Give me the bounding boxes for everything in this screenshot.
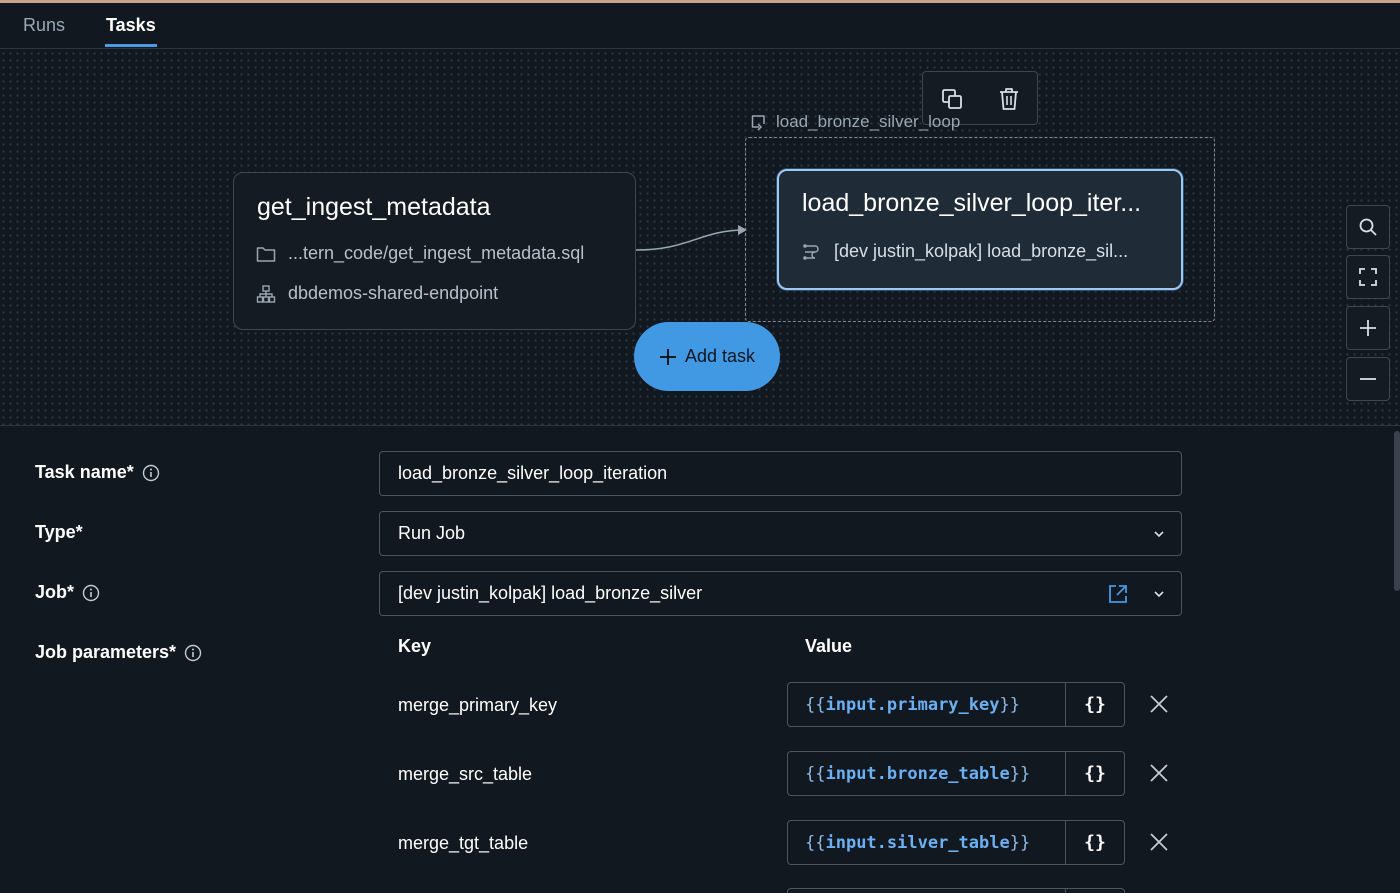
close-icon[interactable] bbox=[1146, 829, 1172, 855]
panel-scrollbar[interactable] bbox=[1394, 431, 1400, 591]
zoom-out-button[interactable] bbox=[1346, 357, 1390, 401]
external-link-icon[interactable] bbox=[1107, 583, 1129, 605]
param-value-expression: input.silver_table bbox=[825, 833, 1009, 853]
task-node-warehouse: dbdemos-shared-endpoint bbox=[288, 283, 498, 304]
task-node-warehouse-row: dbdemos-shared-endpoint bbox=[256, 283, 498, 304]
key-column-header: Key bbox=[398, 636, 431, 657]
param-key: merge_tgt_table bbox=[398, 833, 528, 854]
add-task-button[interactable]: Add task bbox=[634, 322, 780, 391]
task-node-job: [dev justin_kolpak] load_bronze_sil... bbox=[834, 241, 1128, 262]
active-tab-indicator bbox=[105, 44, 157, 47]
search-icon bbox=[1358, 217, 1378, 237]
zoom-out-icon bbox=[1358, 369, 1378, 389]
info-icon[interactable] bbox=[184, 644, 202, 662]
type-select-value: Run Job bbox=[398, 523, 465, 544]
chevron-down-icon bbox=[1151, 526, 1167, 542]
task-name-label-row: Task name* bbox=[35, 462, 160, 483]
loop-icon bbox=[750, 113, 768, 131]
task-node-get-ingest-metadata[interactable]: get_ingest_metadata ...tern_code/get_ing… bbox=[233, 172, 636, 330]
type-select[interactable]: Run Job bbox=[379, 511, 1182, 556]
job-select[interactable]: [dev justin_kolpak] load_bronze_silver bbox=[379, 571, 1182, 616]
dynamic-value-button-partial[interactable] bbox=[1065, 888, 1125, 893]
chevron-down-icon bbox=[1151, 586, 1167, 602]
copy-icon[interactable] bbox=[938, 85, 966, 113]
dynamic-value-button[interactable]: {} bbox=[1065, 682, 1125, 727]
job-label-row: Job* bbox=[35, 582, 100, 603]
task-node-job-row: [dev justin_kolpak] load_bronze_sil... bbox=[802, 241, 1162, 262]
param-value-input[interactable]: {{input.bronze_table}} bbox=[787, 751, 1066, 796]
task-name-label: Task name* bbox=[35, 462, 134, 483]
add-task-label: Add task bbox=[685, 346, 755, 367]
dag-canvas[interactable]: get_ingest_metadata ...tern_code/get_ing… bbox=[0, 50, 1400, 425]
workflow-icon bbox=[802, 242, 822, 262]
dynamic-value-button[interactable]: {} bbox=[1065, 820, 1125, 865]
folder-icon bbox=[256, 245, 276, 263]
zoom-in-icon bbox=[1358, 318, 1378, 338]
param-key: merge_primary_key bbox=[398, 695, 557, 716]
fit-view-button[interactable] bbox=[1346, 255, 1390, 299]
fit-view-icon bbox=[1358, 267, 1378, 287]
task-detail-panel: Task name* Type* Run Job Job* [dev justi… bbox=[0, 425, 1400, 893]
trash-icon[interactable] bbox=[995, 85, 1023, 113]
loop-group-name: load_bronze_silver_loop bbox=[776, 112, 960, 132]
param-key: merge_src_table bbox=[398, 764, 532, 785]
param-value-input[interactable]: {{input.primary_key}} bbox=[787, 682, 1066, 727]
job-parameters-label: Job parameters* bbox=[35, 642, 176, 663]
search-button[interactable] bbox=[1346, 205, 1390, 249]
sitemap-icon bbox=[256, 284, 276, 304]
param-value-input-partial[interactable] bbox=[787, 888, 1066, 893]
tab-runs[interactable]: Runs bbox=[23, 15, 65, 36]
close-icon[interactable] bbox=[1146, 760, 1172, 786]
task-node-path-row: ...tern_code/get_ingest_metadata.sql bbox=[256, 243, 584, 264]
loop-group-label: load_bronze_silver_loop bbox=[750, 112, 960, 132]
info-icon[interactable] bbox=[82, 584, 100, 602]
param-value-expression: input.primary_key bbox=[825, 695, 999, 715]
type-label-row: Type* bbox=[35, 522, 83, 543]
task-node-title: get_ingest_metadata bbox=[257, 193, 491, 222]
job-select-value: [dev justin_kolpak] load_bronze_silver bbox=[398, 583, 702, 604]
type-label: Type* bbox=[35, 522, 83, 543]
job-parameters-label-row: Job parameters* bbox=[35, 642, 202, 663]
close-icon[interactable] bbox=[1146, 691, 1172, 717]
task-node-load-bronze-silver-loop-iteration[interactable]: load_bronze_silver_loop_iter... [dev jus… bbox=[777, 169, 1183, 290]
zoom-in-button[interactable] bbox=[1346, 306, 1390, 350]
job-label: Job* bbox=[35, 582, 74, 603]
tab-bar: Runs Tasks bbox=[0, 3, 1400, 49]
plus-icon bbox=[659, 348, 677, 366]
param-value-expression: input.bronze_table bbox=[825, 764, 1009, 784]
dynamic-value-button[interactable]: {} bbox=[1065, 751, 1125, 796]
tab-tasks[interactable]: Tasks bbox=[106, 15, 156, 36]
param-value-input[interactable]: {{input.silver_table}} bbox=[787, 820, 1066, 865]
task-name-input[interactable] bbox=[379, 451, 1182, 496]
task-node-path: ...tern_code/get_ingest_metadata.sql bbox=[288, 243, 584, 264]
info-icon[interactable] bbox=[142, 464, 160, 482]
value-column-header: Value bbox=[805, 636, 852, 657]
task-node-title: load_bronze_silver_loop_iter... bbox=[802, 189, 1162, 218]
